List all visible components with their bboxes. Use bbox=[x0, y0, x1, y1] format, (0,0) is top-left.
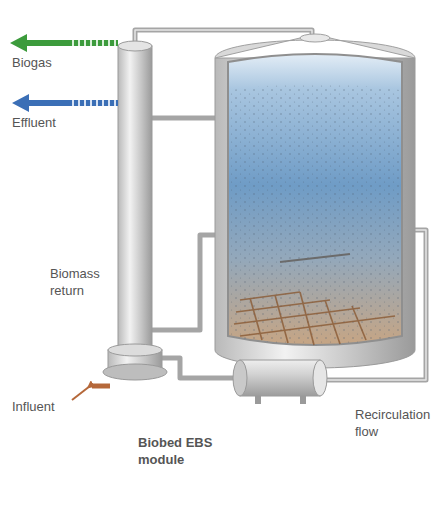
grid-line bbox=[236, 300, 330, 312]
reactor-tank bbox=[215, 34, 415, 368]
flow-label: Biogas bbox=[12, 55, 92, 72]
biogas-arrow bbox=[10, 34, 70, 52]
gas-pipe-highlight bbox=[135, 30, 312, 46]
effluent-pipe-band bbox=[68, 100, 118, 106]
grid-line bbox=[240, 292, 300, 300]
flow-label: Biomass return bbox=[50, 266, 112, 300]
effluent-arrow bbox=[12, 94, 68, 112]
tank-shell bbox=[215, 58, 415, 368]
module-leg bbox=[255, 396, 261, 404]
column-body bbox=[118, 46, 152, 350]
grid-line bbox=[240, 316, 395, 336]
bed-grid bbox=[234, 292, 395, 345]
grid-line bbox=[352, 306, 366, 340]
grid-line bbox=[300, 292, 314, 345]
module-leg bbox=[300, 396, 306, 404]
ebs-module bbox=[233, 360, 327, 404]
flow-label: Influent bbox=[12, 399, 66, 416]
flow-arrows bbox=[10, 34, 118, 400]
roof-cap bbox=[300, 34, 330, 42]
grid-line bbox=[250, 298, 262, 340]
pipework bbox=[92, 30, 426, 386]
grid-line bbox=[275, 295, 288, 343]
biogas-pipe-band bbox=[70, 40, 118, 46]
module-end bbox=[313, 360, 327, 396]
influent-pipe bbox=[92, 384, 110, 389]
part-label: Biobed EBS module bbox=[138, 435, 218, 469]
biomass-particles bbox=[230, 84, 400, 345]
column-base-top bbox=[108, 344, 162, 356]
distributor-pipe bbox=[280, 254, 350, 262]
gas-pipe bbox=[135, 30, 312, 46]
module-end bbox=[233, 360, 247, 396]
separator-column bbox=[103, 41, 167, 380]
column-top bbox=[118, 41, 152, 51]
flow-label: Effluent bbox=[12, 115, 92, 132]
grid-line bbox=[325, 300, 340, 344]
feed-pipe bbox=[162, 358, 234, 378]
column-foot bbox=[103, 364, 167, 380]
module-body bbox=[240, 360, 320, 396]
tank-cutaway bbox=[228, 54, 402, 345]
influent-arrow bbox=[72, 386, 90, 400]
flow-label: Recirculation flow bbox=[355, 407, 433, 441]
